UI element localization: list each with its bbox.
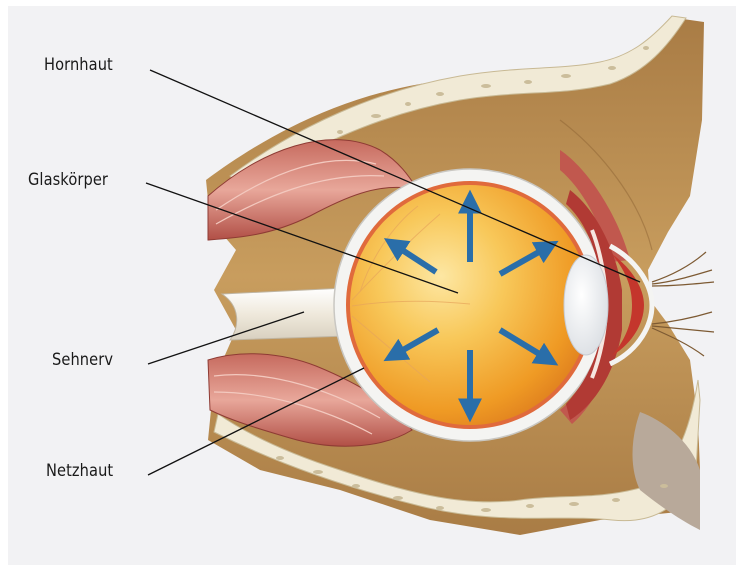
- lens: [564, 255, 608, 355]
- label-optic-nerve: Sehnerv: [52, 350, 113, 370]
- label-retina: Netzhaut: [46, 461, 113, 481]
- label-cornea: Hornhaut: [44, 55, 113, 75]
- label-vitreous: Glaskörper: [28, 170, 108, 190]
